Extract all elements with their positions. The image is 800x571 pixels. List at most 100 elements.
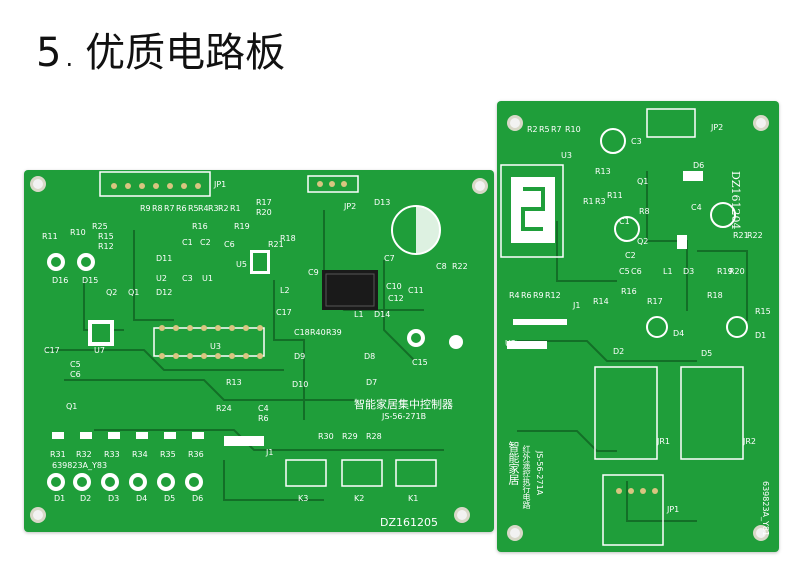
right-board-subtitle: 红外遥控执行电路 <box>522 445 531 509</box>
left-label: C11 <box>408 286 424 295</box>
heading-title: 优质电路板 <box>85 30 286 76</box>
right-label: C6 <box>631 267 642 276</box>
left-label: D10 <box>292 380 309 389</box>
left-label: U3 <box>210 342 221 351</box>
left-label: U2 <box>156 274 167 283</box>
right-label: R12 <box>545 291 561 300</box>
left-label: C5 <box>70 360 81 369</box>
right-label: U2 <box>505 339 516 348</box>
right-board-code: JS-56-271A <box>535 451 544 496</box>
right-label: R14 <box>593 297 609 306</box>
left-label: C10 <box>386 282 402 291</box>
left-label: R1 <box>230 204 241 213</box>
left-label: R8 <box>152 204 163 213</box>
right-label: Q2 <box>637 237 649 246</box>
left-label: R30 <box>318 432 334 441</box>
left-label: R5 <box>188 204 199 213</box>
right-label: R22 <box>747 231 763 240</box>
left-label: R6 <box>258 414 269 423</box>
left-label: U4 <box>450 340 461 349</box>
left-label: C1 <box>182 238 193 247</box>
left-board-batch: 639823A_Y83 <box>52 461 108 470</box>
left-label: R18 <box>280 234 296 243</box>
left-label: D4 <box>136 494 148 503</box>
left-label: C17 <box>276 308 292 317</box>
right-label: R20 <box>729 267 745 276</box>
left-label: C9 <box>308 268 319 277</box>
right-label: R17 <box>647 297 663 306</box>
left-board-code: JS-56-271B <box>382 412 427 421</box>
left-label: D2 <box>80 494 92 503</box>
left-label: C12 <box>388 294 404 303</box>
left-label: D13 <box>374 198 391 207</box>
left-label: R33 <box>104 450 120 459</box>
right-label: R10 <box>565 125 581 134</box>
right-label: JR2 <box>743 437 757 446</box>
left-label: D6 <box>192 494 204 503</box>
left-label: C6 <box>224 240 235 249</box>
left-pcb-photo: 智能家居集中控制器 JS-56-271B DZ161205 639823A_Y8… <box>24 170 494 532</box>
left-label: R17 <box>256 198 272 207</box>
left-label: R16 <box>192 222 208 231</box>
left-label: R36 <box>188 450 204 459</box>
right-pcb-photo: DZ161204 智能家居 红外遥控执行电路 JS-56-271A 639823… <box>497 101 779 552</box>
left-label: R12 <box>98 242 114 251</box>
left-label: L1 <box>354 310 364 319</box>
right-label: D6 <box>693 161 705 170</box>
left-label: R20 <box>256 208 272 217</box>
right-label: JP1 <box>667 505 680 514</box>
heading-separator: . <box>65 44 74 72</box>
left-label: D1 <box>54 494 66 503</box>
right-board-date-code: DZ161204 <box>729 171 742 230</box>
left-label: R29 <box>342 432 358 441</box>
left-label: D15 <box>82 276 99 285</box>
right-label: R18 <box>707 291 723 300</box>
right-label: R21 <box>733 231 749 240</box>
right-label: R4 <box>509 291 520 300</box>
right-label: R11 <box>607 191 623 200</box>
heading-number: 5 <box>36 30 62 76</box>
left-label: C15 <box>412 358 428 367</box>
left-label: D7 <box>366 378 378 387</box>
left-label: Q1 <box>66 402 78 411</box>
left-label: R39 <box>326 328 342 337</box>
left-label: R34 <box>132 450 148 459</box>
left-label: R9 <box>140 204 151 213</box>
left-label: R24 <box>216 404 232 413</box>
right-board-title: 智能家居 <box>507 441 520 485</box>
left-label: C7 <box>384 254 395 263</box>
left-label: U5 <box>236 260 247 269</box>
left-label: D12 <box>156 288 173 297</box>
right-label: C2 <box>625 251 636 260</box>
left-label: D16 <box>52 276 69 285</box>
right-label: C4 <box>691 203 702 212</box>
right-label: R2 <box>527 125 538 134</box>
right-label: U3 <box>561 151 572 160</box>
page-heading: 5. 优质电路板 <box>36 20 285 78</box>
right-label: R8 <box>639 207 650 216</box>
right-label: R13 <box>595 167 611 176</box>
left-label: R4 <box>198 204 209 213</box>
right-label: R5 <box>539 125 550 134</box>
left-label: U7 <box>94 346 105 355</box>
left-label: K1 <box>408 494 419 503</box>
right-label: R16 <box>621 287 637 296</box>
right-label: R9 <box>533 291 544 300</box>
left-label: C18 <box>294 328 310 337</box>
right-label: C3 <box>631 137 642 146</box>
left-label: R21 <box>268 240 284 249</box>
right-label: D1 <box>755 331 767 340</box>
right-label: R7 <box>551 125 562 134</box>
left-label: R19 <box>234 222 250 231</box>
left-label: K2 <box>354 494 365 503</box>
right-label: C1 <box>619 217 630 226</box>
left-label: C17 <box>44 346 60 355</box>
left-label: C8 <box>436 262 447 271</box>
left-label: J1 <box>266 448 274 457</box>
left-label: R11 <box>42 232 58 241</box>
right-label: R3 <box>595 197 606 206</box>
left-label: D8 <box>364 352 376 361</box>
left-board-title: 智能家居集中控制器 <box>354 398 453 411</box>
left-label: R22 <box>452 262 468 271</box>
right-label: JP2 <box>711 123 724 132</box>
